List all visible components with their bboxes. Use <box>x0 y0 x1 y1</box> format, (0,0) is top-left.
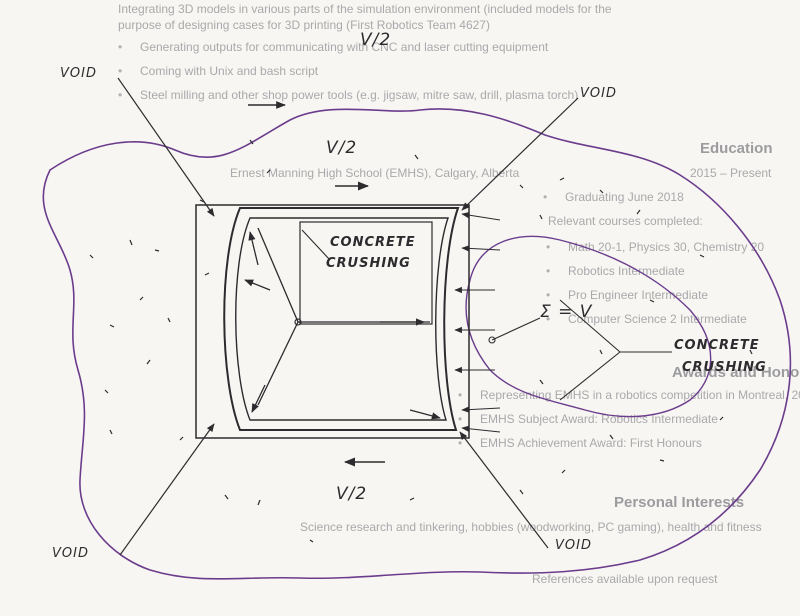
bleed-line-4: Coming with Unix and bash script <box>118 64 318 78</box>
inner-crushing-leader <box>301 229 331 261</box>
panel-arrow-bottom-left <box>251 384 266 413</box>
purple-boundary-outline <box>42 108 792 580</box>
bleed-education-heading: Education <box>700 140 773 157</box>
outer-block-outline <box>195 204 470 439</box>
shear-label-bottom: V/2 <box>336 484 368 504</box>
panel-arrow-top-left <box>248 231 259 266</box>
bleed-line-3: Generating outputs for communicating wit… <box>118 40 548 54</box>
bleed-course-1: Math 20-1, Physics 30, Chemistry 20 <box>546 240 764 254</box>
bleed-school-years: 2015 – Present <box>690 166 772 180</box>
strain-point <box>488 336 496 344</box>
shear-label-top-inner: V/2 <box>326 138 358 158</box>
bleed-interests-heading: Personal Interests <box>614 494 745 511</box>
void-label-bottom-left: VOID <box>52 546 89 561</box>
purple-inner-lobe <box>465 235 712 418</box>
bleed-award-3: EMHS Achievement Award: First Honours <box>458 436 702 450</box>
bleed-school: Ernest Manning High School (EMHS), Calga… <box>230 166 520 180</box>
bearing-arrow-7 <box>461 425 501 433</box>
void-label-top-left: VOID <box>60 66 97 81</box>
bleed-award-2: EMHS Subject Award: Robotics Intermediat… <box>458 412 718 426</box>
bearing-arrow-1 <box>461 212 501 221</box>
void-leader-top-left <box>117 77 215 217</box>
inner-small-rectangle <box>299 221 433 325</box>
bearing-arrow-6 <box>461 406 501 413</box>
inner-crushing-label-line-2: CRUSHING <box>326 256 411 271</box>
bleed-line-1: Integrating 3D models in various parts o… <box>118 2 612 16</box>
compression-strut-lines <box>257 227 430 406</box>
void-label-top-right: VOID <box>580 86 617 101</box>
shear-label-top-outer: V/2 <box>360 30 392 50</box>
inner-panel-outline <box>223 207 460 431</box>
bleed-course-4: Computer Science 2 Intermediate <box>546 312 747 326</box>
panel-arrow-bottom-right <box>409 409 441 420</box>
panel-arrow-left <box>244 279 271 291</box>
void-leader-bottom-left <box>119 423 215 556</box>
void-leader-bottom-right <box>459 431 549 549</box>
strain-label: Σ = V <box>540 302 593 322</box>
strain-leader <box>491 317 541 341</box>
bleed-course-3: Pro Engineer Intermediate <box>546 288 708 302</box>
bleed-graduating: Graduating June 2018 <box>543 190 684 204</box>
bleed-relevant: Relevant courses completed: <box>548 214 703 228</box>
bleed-awards-heading: Awards and Honours <box>672 364 800 381</box>
outer-crushing-label-line-2: CRUSHING <box>682 360 767 375</box>
bearing-arrow-2 <box>461 245 501 252</box>
void-leader-top-right <box>461 97 579 211</box>
bleed-course-2: Robotics Intermediate <box>546 264 685 278</box>
bleed-award-1: Representing EMHS in a robotics competit… <box>458 388 800 402</box>
void-label-bottom-right: VOID <box>555 538 592 553</box>
inner-panel-outline-2 <box>235 217 449 421</box>
strut-node <box>294 318 302 326</box>
inner-crushing-label-line-1: CONCRETE <box>330 235 416 250</box>
outer-crushing-label-line-1: CONCRETE <box>674 338 760 353</box>
bleed-interests: Science research and tinkering, hobbies … <box>300 520 762 534</box>
bleed-references: References available upon request <box>532 572 718 586</box>
concrete-speckles <box>89 139 753 543</box>
outer-crushing-leader <box>559 299 672 401</box>
bleed-line-2: purpose of designing cases for 3D printi… <box>118 18 490 32</box>
bleed-line-5: Steel milling and other shop power tools… <box>118 88 578 102</box>
